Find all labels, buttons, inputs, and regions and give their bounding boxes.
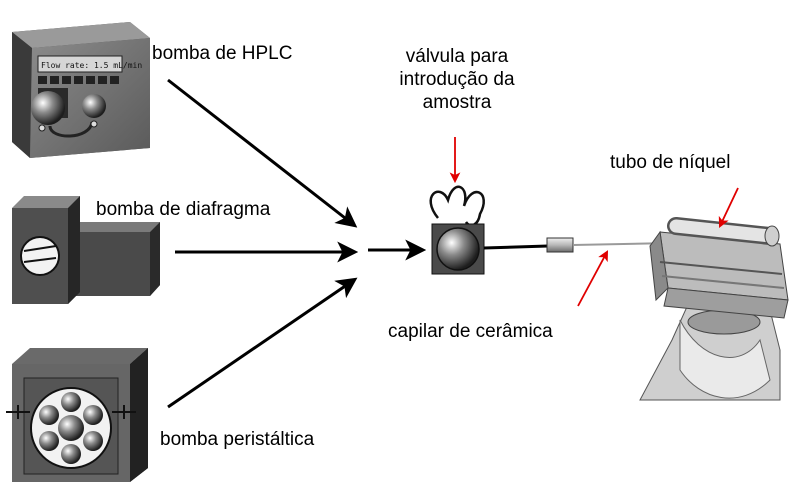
label-diaphragm-pump: bomba de diafragma	[96, 199, 271, 220]
label-valve-line2: introdução da	[399, 69, 515, 90]
label-nickel-tube: tubo de níquel	[610, 152, 731, 173]
arrow-hplc	[167, 78, 358, 228]
peristaltic-pump-icon	[6, 348, 148, 482]
hplc-display-text: Flow rate: 1.5 mL/min	[41, 61, 142, 70]
label-hplc-pump: bomba de HPLC	[152, 43, 293, 64]
hplc-pump-icon: Flow rate: 1.5 mL/min	[12, 22, 150, 158]
injection-valve-icon	[429, 185, 485, 275]
label-ceramic-capillary: capilar de cerâmica	[388, 321, 553, 342]
label-valve-line1: válvula para	[405, 46, 509, 67]
label-valve: válvula para introdução da amostra	[382, 45, 532, 114]
label-valve-line3: amostra	[422, 92, 492, 113]
label-peristaltic-pump: bomba peristáltica	[160, 429, 315, 450]
valve-outlet-line	[483, 244, 549, 250]
diaphragm-pump-icon	[12, 196, 160, 304]
arrow-peristaltic	[167, 277, 358, 409]
pointer-ceramic-capillary	[577, 250, 609, 307]
pointer-nickel-tube	[718, 187, 739, 228]
nickel-tube-icon	[639, 217, 789, 401]
